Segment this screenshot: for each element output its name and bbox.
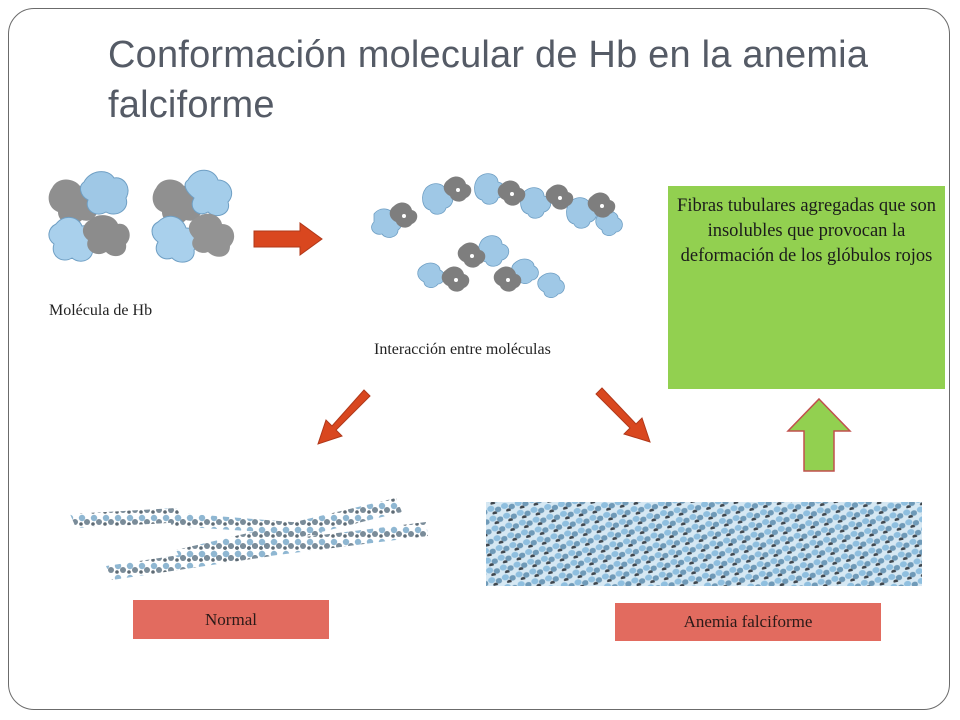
hb-molecule-illustration: [48, 169, 235, 263]
up-arrow-icon: [786, 397, 852, 472]
normal-tag: Normal: [133, 600, 329, 639]
molecule-label: Molécula de Hb: [49, 302, 153, 319]
interaction-illustration: [371, 173, 623, 298]
down-right-arrow-icon: [595, 387, 651, 443]
interaction-label: Interacción entre moléculas: [374, 341, 551, 358]
fiber-note-box: Fibras tubulares agregadas que son insol…: [668, 186, 945, 389]
right-arrow-icon: [253, 222, 323, 256]
sickle-fiber-illustration: [486, 502, 922, 586]
down-left-arrow-icon: [317, 389, 371, 445]
sickle-tag: Anemia falciforme: [615, 603, 881, 641]
fiber-note-text: Fibras tubulares agregadas que son insol…: [677, 196, 936, 266]
slide-title: Conformación molecular de Hb en la anemi…: [108, 34, 869, 126]
normal-fibers-illustration: [70, 498, 428, 580]
